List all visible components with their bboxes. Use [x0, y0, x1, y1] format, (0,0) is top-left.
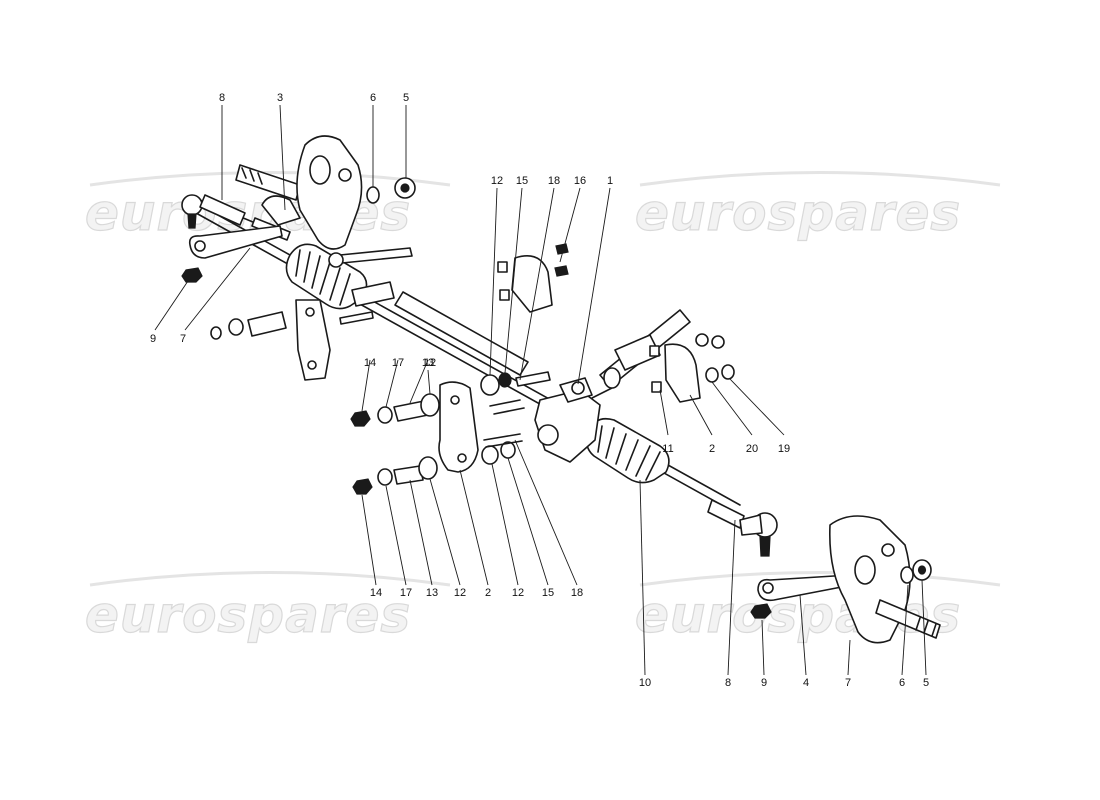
- callout-6-right: 6: [899, 677, 905, 689]
- callout-5-top: 5: [403, 92, 409, 104]
- lower-center-bushings: [481, 433, 523, 465]
- callout-20: 20: [746, 443, 758, 455]
- watermark-top-right: eurospares: [634, 171, 1001, 243]
- callout-19: 19: [778, 443, 790, 455]
- right-steering-arm: [750, 574, 853, 619]
- callout-9-left: 9: [150, 333, 156, 345]
- left-mount-bracket: [295, 247, 413, 381]
- callout-6-top: 6: [370, 92, 376, 104]
- pinion-housing: [534, 377, 613, 463]
- left-stub-axle: [235, 135, 363, 250]
- callout-17-mid: 17: [392, 357, 404, 369]
- callout-labels: 8 3 6 5 9 7 12 15 18 16 1 14 17 13 12 12…: [150, 92, 929, 689]
- callout-10: 10: [639, 677, 651, 689]
- callout-11: 11: [662, 443, 673, 455]
- callout-18-bottom: 18: [571, 587, 583, 599]
- callout-7-right: 7: [845, 677, 851, 689]
- right-tie-rod: [707, 499, 778, 557]
- left-washer-stack: [210, 311, 287, 340]
- callout-2-right: 2: [709, 443, 715, 455]
- callout-12-mid-visible: 12: [424, 357, 436, 369]
- svg-text:eurospares: eurospares: [85, 586, 411, 644]
- right-clamp: [649, 333, 735, 403]
- callout-4: 4: [803, 677, 809, 689]
- callout-5-right: 5: [923, 677, 929, 689]
- bolt-stack-upper: [350, 393, 440, 427]
- callout-12-bottom-a: 12: [454, 587, 466, 599]
- steering-column-shaft: [599, 309, 691, 389]
- callout-16: 16: [574, 175, 586, 187]
- bolt-stack-lower: [352, 456, 438, 495]
- nut-9-left: [181, 267, 203, 283]
- callout-14-mid: 14: [364, 357, 376, 369]
- leader-lines: [154, 104, 927, 676]
- middle-mount-bracket: [438, 381, 479, 473]
- callout-13-bottom: 13: [426, 587, 438, 599]
- callout-3: 3: [277, 92, 283, 104]
- callout-1: 1: [607, 175, 613, 187]
- callout-18-top: 18: [548, 175, 560, 187]
- callout-2-bottom: 2: [485, 587, 491, 599]
- watermark-bottom-left: eurospares: [84, 571, 451, 645]
- callout-12-top: 12: [491, 175, 503, 187]
- callout-15-top: 15: [516, 175, 528, 187]
- bushing-12-center: [480, 371, 551, 415]
- callout-17-bottom: 17: [400, 587, 412, 599]
- callout-15-bottom: 15: [542, 587, 554, 599]
- washer-6-top: [366, 186, 380, 204]
- callout-13-mid: 13: [422, 357, 434, 369]
- callout-7-left: 7: [180, 333, 186, 345]
- callout-14-bottom: 14: [370, 587, 382, 599]
- right-hub-carrier: [828, 515, 941, 644]
- callout-12-bottom-b: 12: [512, 587, 524, 599]
- left-steering-arm: [188, 225, 283, 259]
- nut-5-top: [394, 177, 416, 199]
- svg-text:eurospares: eurospares: [635, 184, 961, 242]
- right-rack-boot: [586, 417, 670, 484]
- callout-8-left: 8: [219, 92, 225, 104]
- center-top-clamp: [497, 243, 569, 313]
- callout-8-right: 8: [725, 677, 731, 689]
- callout-9-right: 9: [761, 677, 767, 689]
